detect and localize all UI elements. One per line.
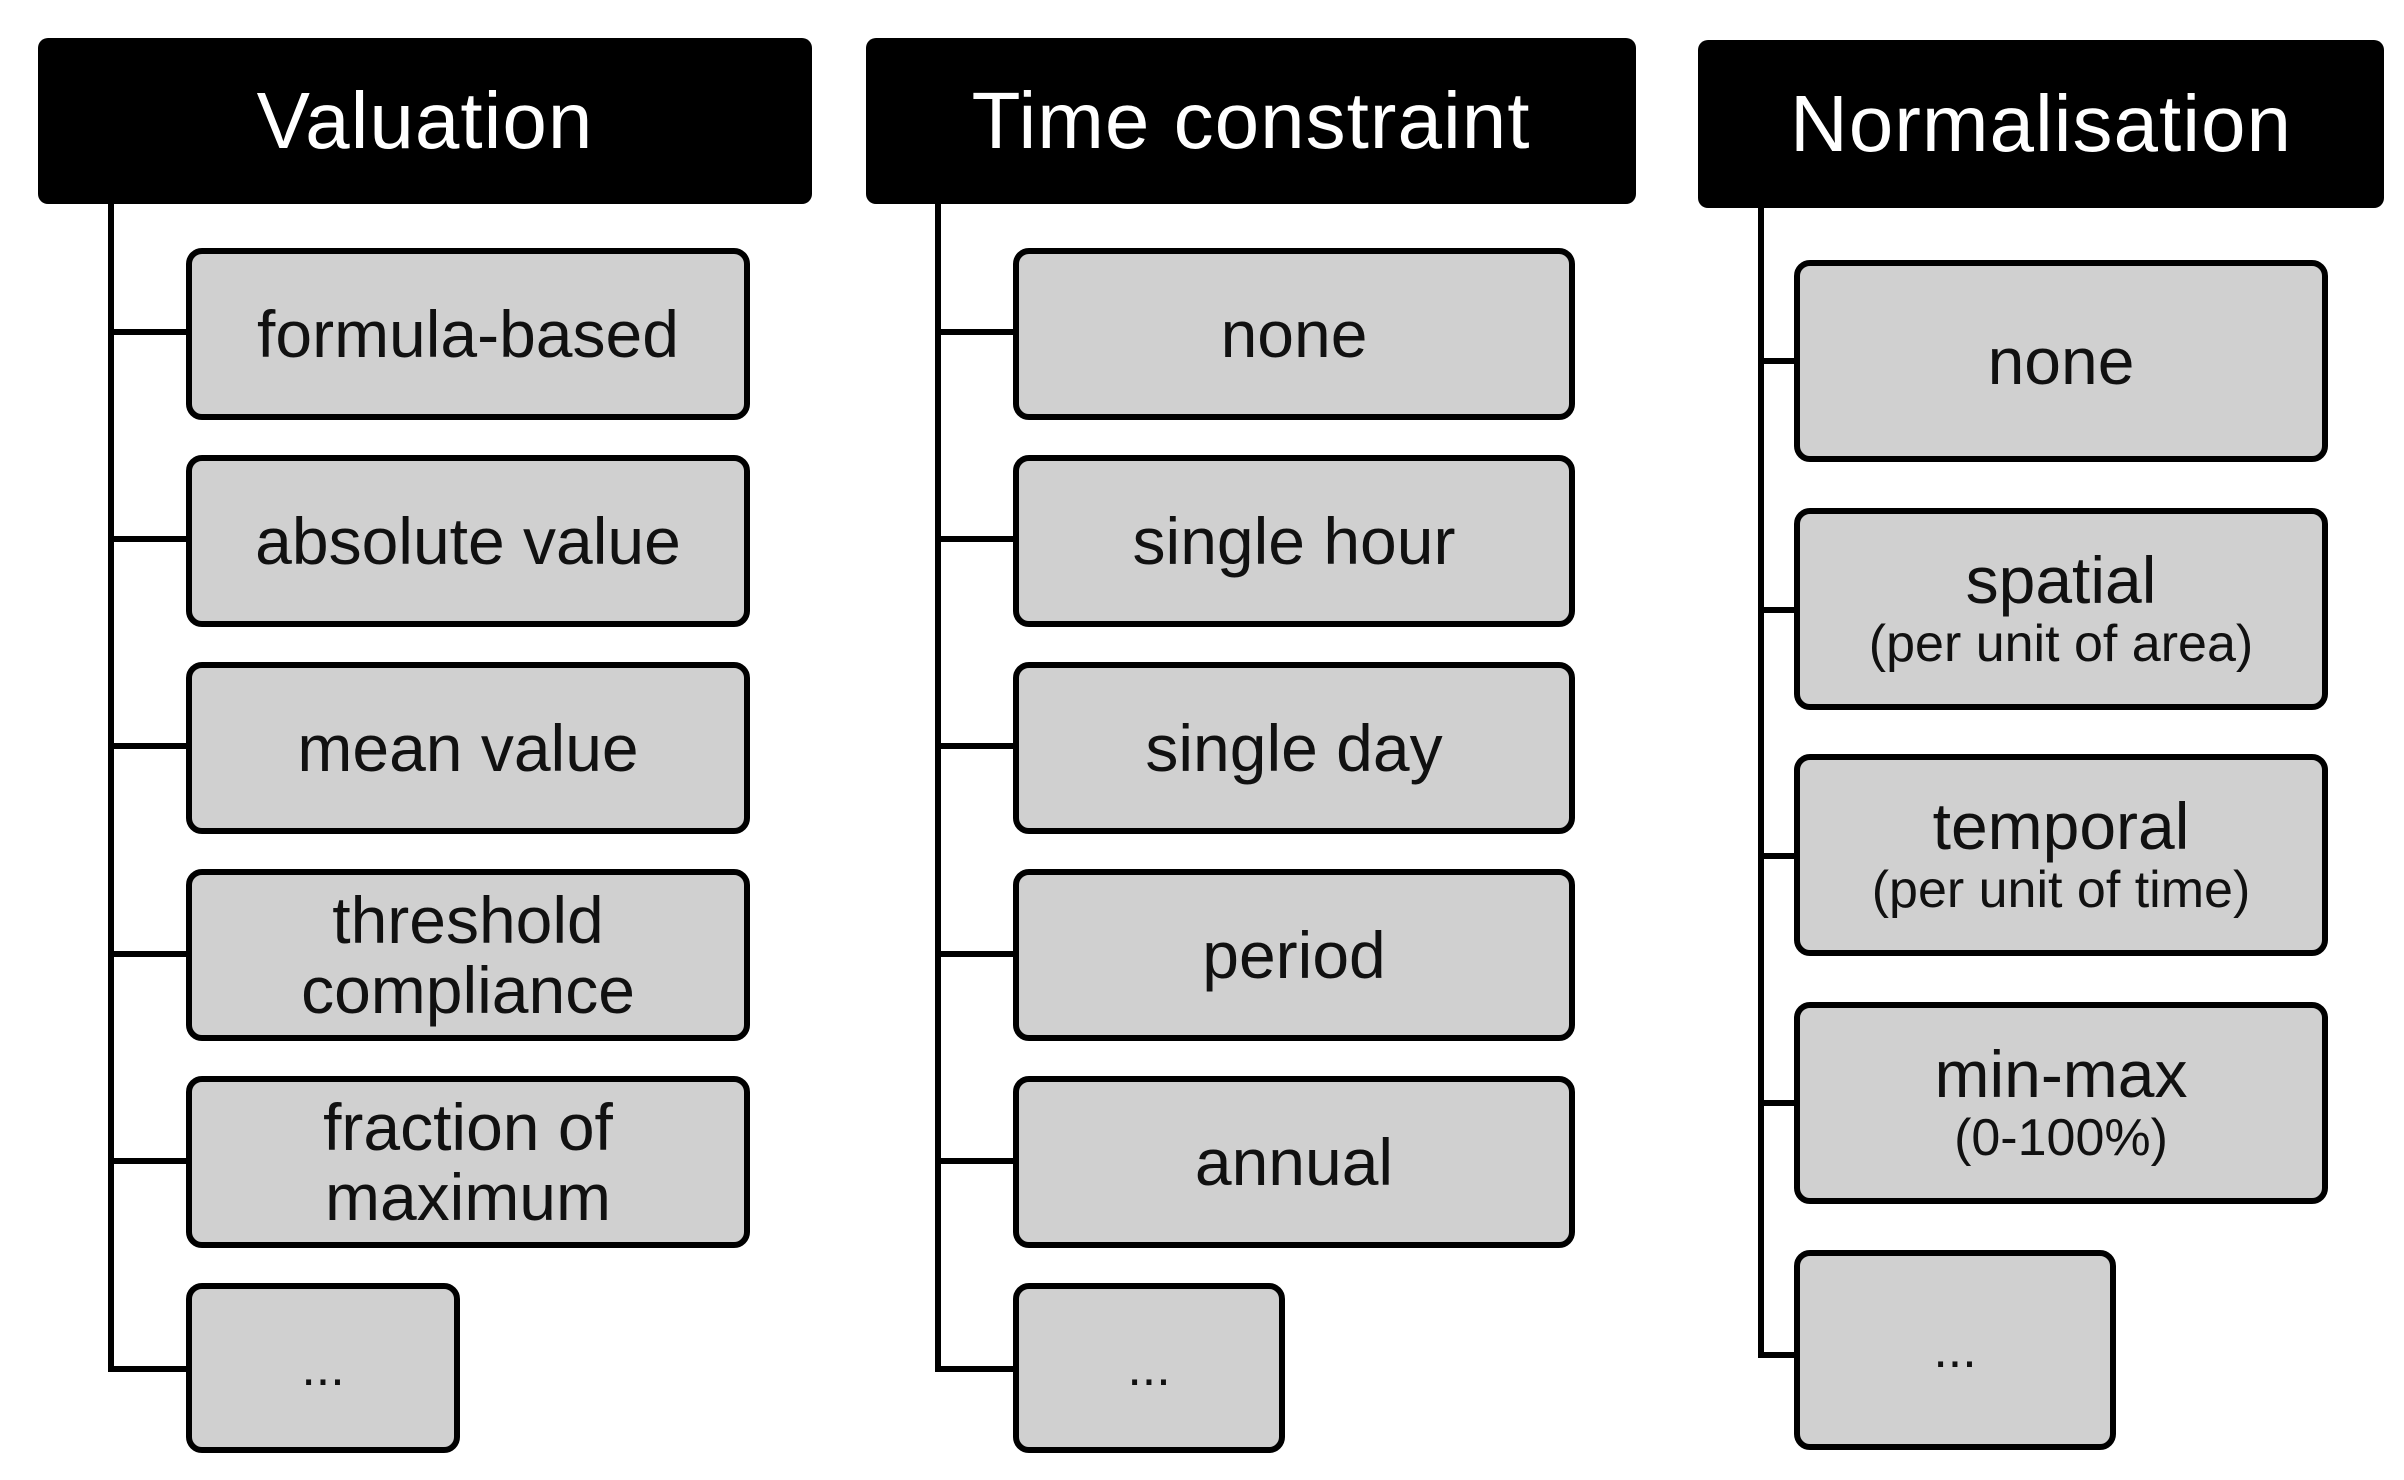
option-label: fraction of maximum [323, 1090, 613, 1234]
valuation-option: threshold compliance [186, 869, 750, 1041]
option-label: threshold compliance [301, 883, 635, 1027]
valuation-option-more: ... [186, 1283, 460, 1453]
option-label: formula-based [257, 297, 679, 371]
option-label: single day [1145, 711, 1443, 785]
option-label: none [1987, 324, 2135, 398]
option-label: mean value [297, 711, 639, 785]
time-constraint-option: single day [1013, 662, 1575, 834]
valuation-option: mean value [186, 662, 750, 834]
option-label: none [1220, 297, 1368, 371]
ellipsis-label: ... [301, 1339, 345, 1397]
time-constraint-option: period [1013, 869, 1575, 1041]
normalisation-option: min-max (0-100%) [1794, 1002, 2328, 1204]
valuation-header: Valuation [38, 38, 812, 204]
normalisation-option: temporal (per unit of time) [1794, 754, 2328, 956]
option-label: annual [1194, 1125, 1394, 1199]
time-constraint-connector [935, 536, 1015, 542]
normalisation-connector [1758, 1100, 1796, 1106]
option-sublabel: (0-100%) [1954, 1109, 2168, 1167]
normalisation-option-more: ... [1794, 1250, 2116, 1450]
valuation-connector [108, 743, 188, 749]
normalisation-option: none [1794, 260, 2328, 462]
normalisation-connector [1758, 1352, 1796, 1358]
option-label: period [1202, 918, 1386, 992]
valuation-connector [108, 951, 188, 957]
normalisation-connector [1758, 358, 1796, 364]
option-label: spatial [1965, 543, 2157, 617]
normalisation-header: Normalisation [1698, 40, 2384, 208]
valuation-connector [108, 1366, 188, 1372]
time-constraint-connector [935, 1158, 1015, 1164]
time-constraint-connector [935, 951, 1015, 957]
valuation-connector [108, 329, 188, 335]
valuation-option: absolute value [186, 455, 750, 627]
option-label: absolute value [255, 504, 681, 578]
ellipsis-label: ... [1933, 1321, 1977, 1379]
option-label: single hour [1132, 504, 1456, 578]
valuation-connector [108, 1158, 188, 1164]
normalisation-tree-trunk [1758, 208, 1764, 1358]
valuation-option: formula-based [186, 248, 750, 420]
option-sublabel: (per unit of area) [1868, 615, 2254, 673]
ellipsis-label: ... [1127, 1339, 1171, 1397]
time-constraint-option: annual [1013, 1076, 1575, 1248]
normalisation-option: spatial (per unit of area) [1794, 508, 2328, 710]
time-constraint-option: none [1013, 248, 1575, 420]
time-constraint-connector [935, 1366, 1015, 1372]
option-label: temporal [1932, 789, 2190, 863]
normalisation-connector [1758, 607, 1796, 613]
time-constraint-option: single hour [1013, 455, 1575, 627]
option-sublabel: (per unit of time) [1871, 861, 2251, 919]
normalisation-connector [1758, 853, 1796, 859]
time-constraint-tree-trunk [935, 204, 941, 1372]
valuation-connector [108, 536, 188, 542]
time-constraint-option-more: ... [1013, 1283, 1285, 1453]
time-constraint-connector [935, 329, 1015, 335]
valuation-tree-trunk [108, 204, 114, 1372]
valuation-option: fraction of maximum [186, 1076, 750, 1248]
time-constraint-header: Time constraint [866, 38, 1636, 204]
time-constraint-connector [935, 743, 1015, 749]
option-label: min-max [1934, 1037, 2188, 1111]
